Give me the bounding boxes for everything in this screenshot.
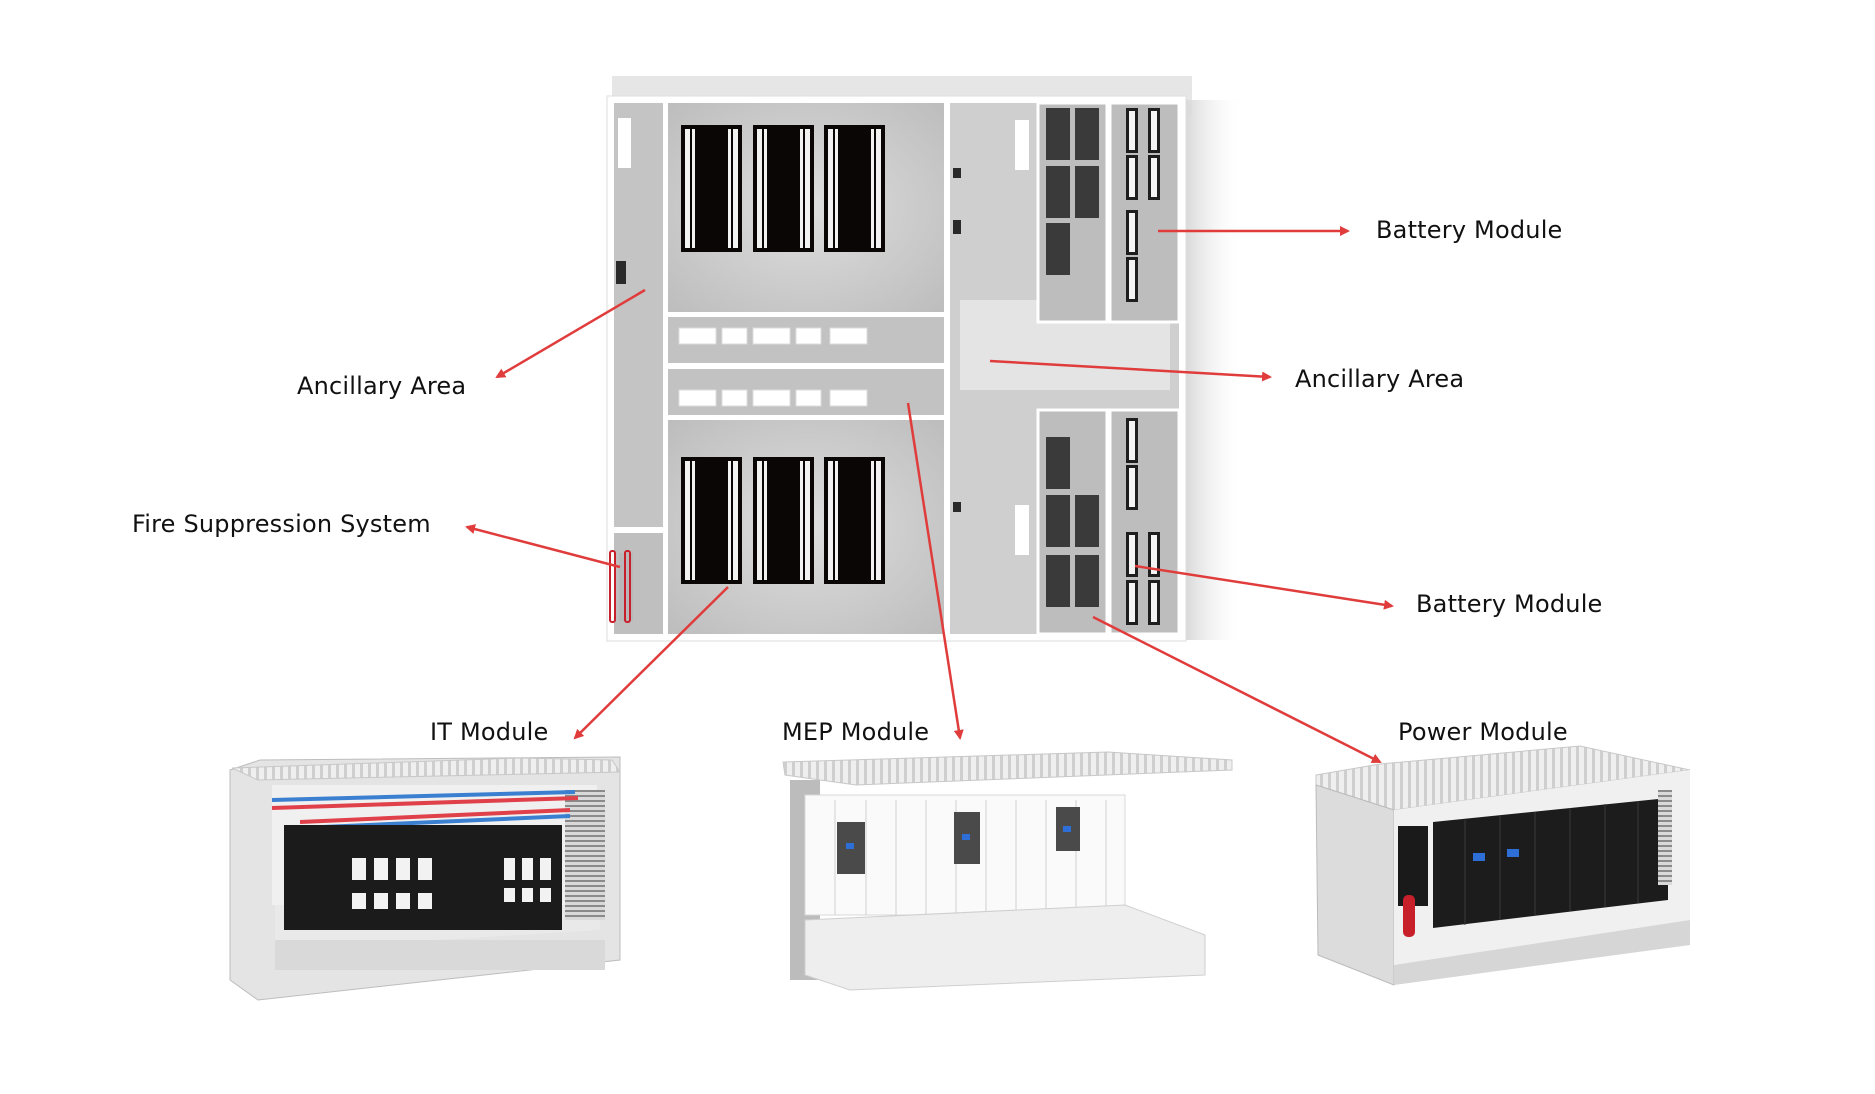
rack-rows-upper [681, 125, 885, 252]
left-ancillary-room [614, 103, 663, 527]
corridor-unit-bottom [1015, 505, 1029, 555]
it-base-rail [275, 940, 605, 970]
left-unit-white [618, 118, 631, 168]
rack-rows-lower [681, 457, 885, 584]
label-battery-module-bottom: Battery Module [1416, 590, 1603, 618]
label-fire-suppression: Fire Suppression System [132, 510, 431, 538]
floor-plan-shadow-right [1185, 100, 1245, 640]
battery-packs-lower [1046, 437, 1099, 607]
battery-strings-upper [1126, 108, 1160, 302]
power-module-illustration [1315, 745, 1691, 986]
arrow-ancillary-area-left [495, 288, 646, 379]
floor-plan [606, 76, 1245, 642]
it-louver [565, 790, 605, 920]
it-module-illustration [229, 756, 621, 1001]
corridor-box-3 [953, 502, 961, 512]
corridor-unit-top [1015, 120, 1029, 170]
arrow-fire-suppression [465, 524, 621, 569]
callout-arrows [465, 226, 1394, 764]
arrow-ancillary-area-right [989, 359, 1272, 382]
corridor-box-1 [953, 168, 961, 178]
power-fire-extinguisher [1403, 895, 1415, 937]
label-ancillary-area-right: Ancillary Area [1295, 365, 1465, 393]
battery-packs-upper [1046, 108, 1099, 275]
power-base-rail [1394, 920, 1690, 985]
battery-strings-lower [1126, 418, 1160, 625]
fire-suppression-cylinders [609, 550, 633, 623]
power-cabinets [1433, 798, 1668, 928]
arrow-power-module [1092, 615, 1382, 764]
mep-module-illustration [782, 751, 1233, 991]
it-roof [231, 757, 621, 781]
battery-room-lower-right [1108, 408, 1181, 636]
label-it-module: IT Module [430, 718, 549, 746]
power-screen-1 [1473, 853, 1485, 861]
label-power-module: Power Module [1398, 718, 1568, 746]
arrow-mep-module [906, 402, 964, 740]
mep-floor-deck [804, 904, 1206, 991]
it-cabinet-panels [352, 858, 551, 909]
power-screen-2 [1507, 849, 1519, 857]
arrow-it-module [573, 586, 729, 740]
white-units [678, 327, 868, 407]
power-left-wall [1315, 784, 1395, 986]
mep-control-panels [837, 807, 1080, 874]
arrow-battery-module-bottom [1134, 564, 1394, 610]
left-unit-dark [616, 261, 626, 284]
label-ancillary-area-left: Ancillary Area [297, 372, 467, 400]
power-rack-frame [1398, 826, 1428, 906]
battery-room-upper-right [1108, 101, 1181, 324]
label-mep-module: MEP Module [782, 718, 930, 746]
mep-roof [782, 751, 1233, 786]
power-cabinet-dividers [1464, 801, 1639, 925]
corridor-box-2 [953, 220, 961, 234]
power-louver [1658, 790, 1672, 885]
label-battery-module-top: Battery Module [1376, 216, 1563, 244]
